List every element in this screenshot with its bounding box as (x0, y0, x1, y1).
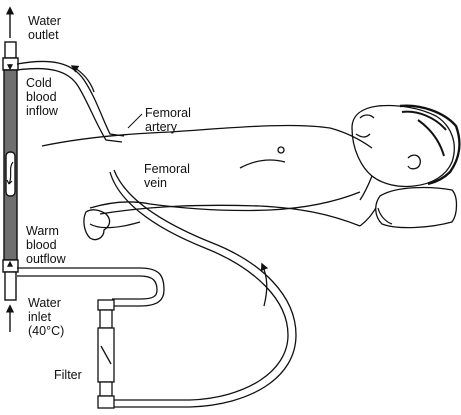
head (351, 104, 455, 188)
femoral-artery-leader (127, 113, 143, 129)
warm-blood-outflow-label: Warm blood outflow (26, 224, 66, 266)
filter-bottom-neck (99, 381, 113, 397)
outflow-tube (17, 267, 165, 307)
pillow (375, 186, 458, 229)
filter-top-neck (99, 309, 113, 329)
venous-flow-arrow (260, 262, 269, 307)
venous-tube (109, 169, 297, 408)
filter (97, 299, 115, 409)
exchanger-top-fitting (4, 41, 17, 59)
femoral-artery-label: Femoral artery (145, 106, 191, 134)
cold-flow-arrow (70, 65, 95, 93)
water-inlet-label: Water inlet (40°C) (28, 296, 65, 338)
exchanger-swirl-icon (8, 161, 14, 185)
filter-label: Filter (54, 368, 82, 382)
ear (407, 154, 421, 170)
water-outlet-label: Water outlet (28, 14, 61, 42)
patient-figure (41, 104, 461, 241)
filter-bottom-cap (97, 395, 115, 409)
heat-exchanger (2, 41, 19, 301)
femoral-vein-label: Femoral vein (144, 162, 190, 190)
arterial-tube (16, 60, 125, 143)
hand (83, 209, 111, 241)
exchanger-bottom-fitting (4, 271, 17, 301)
nipple (277, 146, 285, 154)
filter-top-cap (97, 299, 115, 311)
cold-blood-inflow-label: Cold blood inflow (26, 76, 58, 118)
